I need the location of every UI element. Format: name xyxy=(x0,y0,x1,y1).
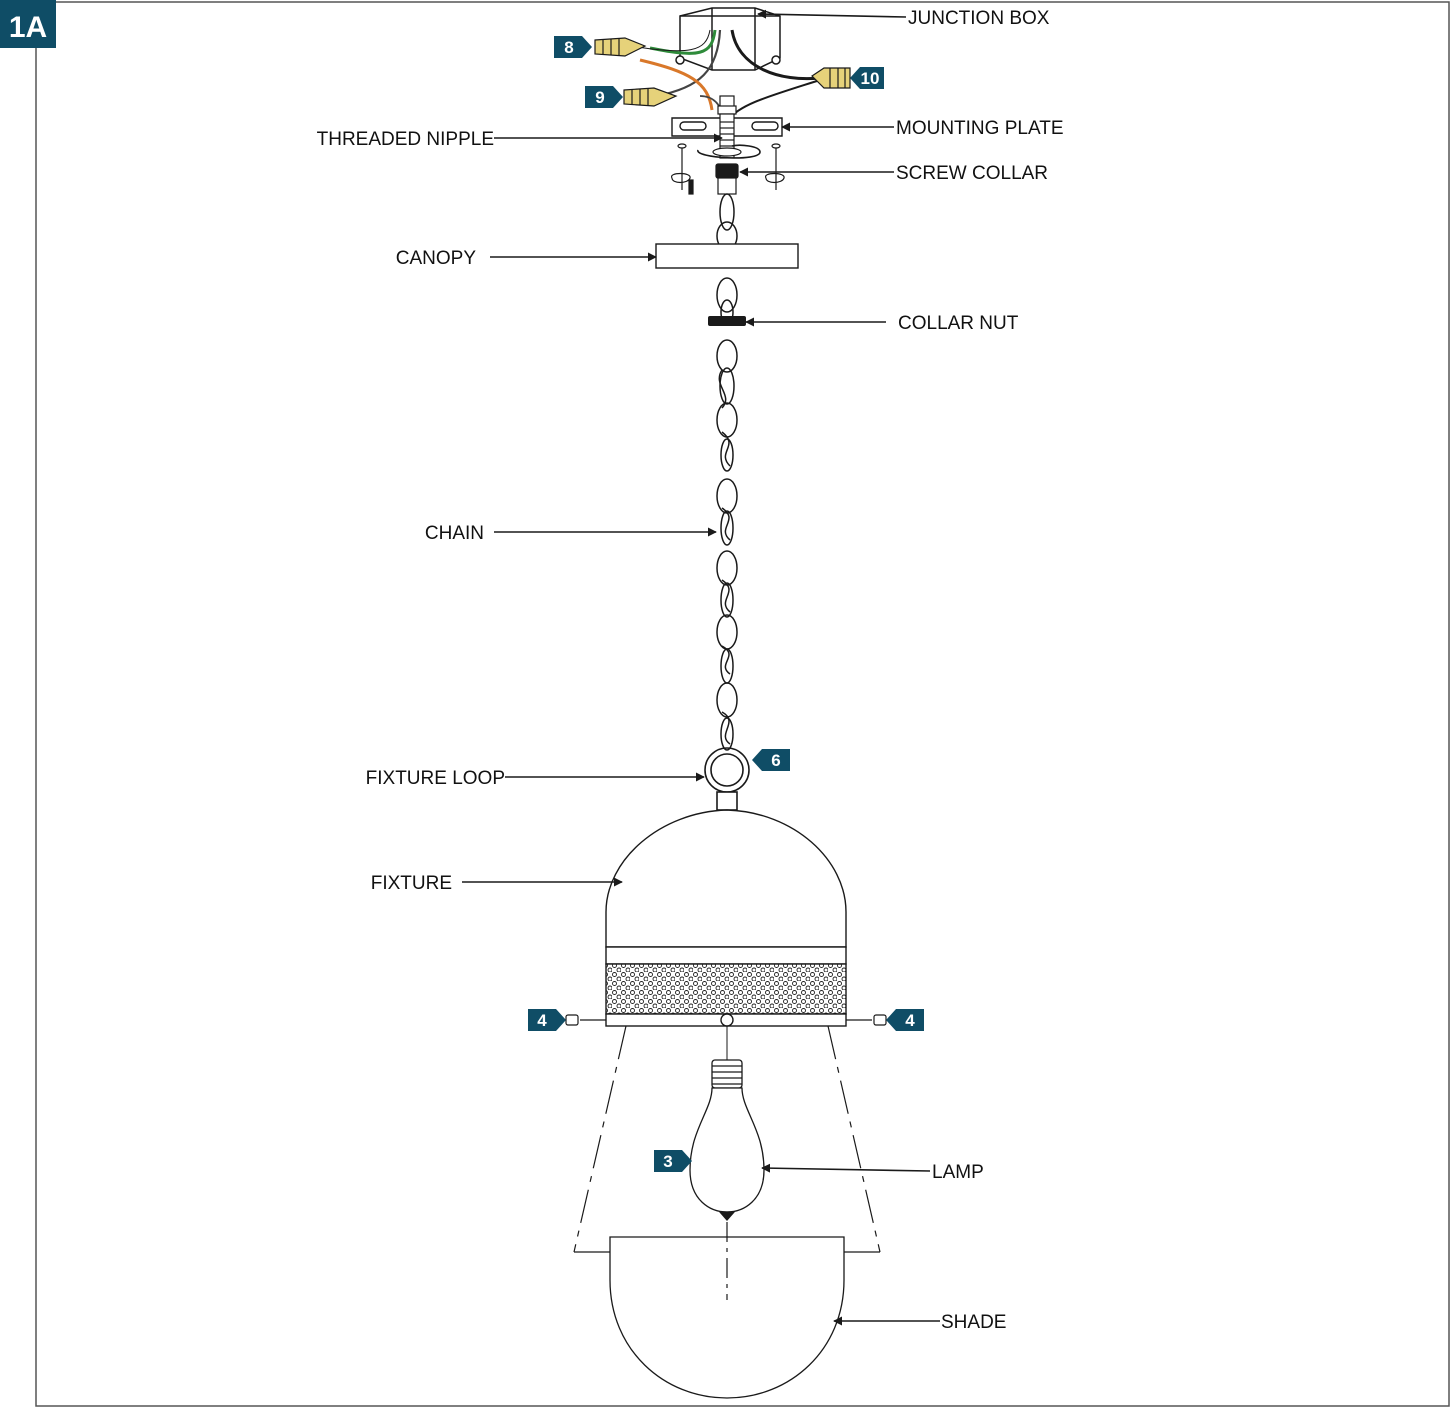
junction-box xyxy=(675,7,781,71)
lamp xyxy=(689,1026,765,1221)
step-6-label: 6 xyxy=(771,751,780,770)
label-threaded-nipple: THREADED NIPPLE xyxy=(317,129,494,150)
step-3-label: 3 xyxy=(663,1152,672,1171)
step-10-tag: 10 xyxy=(850,67,884,89)
step-8-tag: 8 xyxy=(554,36,592,58)
label-shade: SHADE xyxy=(941,1312,1006,1333)
green-ground-wire xyxy=(649,29,717,55)
collar-nut xyxy=(708,316,746,326)
fixture xyxy=(605,809,847,1027)
step-6-tag: 6 xyxy=(752,749,790,771)
mounting-screws xyxy=(671,143,785,195)
shade-dashed-outline xyxy=(573,1025,881,1300)
wire-nut-10 xyxy=(811,67,851,89)
rotation-arrow-icon xyxy=(697,144,761,159)
step-8-label: 8 xyxy=(564,38,573,57)
callout-lines xyxy=(462,9,940,1326)
threaded-nipple xyxy=(712,95,742,159)
label-chain: CHAIN xyxy=(425,523,484,544)
step-4-right-tag: 4 xyxy=(886,1009,924,1031)
label-mounting-plate: MOUNTING PLATE xyxy=(896,118,1064,139)
fixture-black-wire xyxy=(727,79,821,121)
black-wire xyxy=(730,29,821,81)
wire-nut-9 xyxy=(623,87,678,107)
label-screw-collar: SCREW COLLAR xyxy=(896,163,1048,184)
label-fixture-loop: FIXTURE LOOP xyxy=(366,768,505,789)
step-9-tag: 9 xyxy=(585,86,623,108)
step-3-tag: 3 xyxy=(654,1150,692,1172)
step-9-label: 9 xyxy=(595,88,604,107)
set-screws xyxy=(565,1014,887,1026)
label-lamp: LAMP xyxy=(932,1162,984,1183)
label-fixture: FIXTURE xyxy=(371,873,452,894)
fixture-loop xyxy=(704,747,750,811)
figure-badge: 1A xyxy=(0,0,56,48)
label-collar-nut: COLLAR NUT xyxy=(898,313,1019,334)
step-4-left-tag: 4 xyxy=(528,1009,566,1031)
chain xyxy=(716,193,738,751)
step-4-left-label: 4 xyxy=(537,1011,547,1030)
step-4-right-label: 4 xyxy=(905,1011,915,1030)
step-10-label: 10 xyxy=(861,69,880,88)
label-junction-box: JUNCTION BOX xyxy=(908,8,1050,29)
label-canopy: CANOPY xyxy=(396,248,477,269)
perforated-band xyxy=(605,963,847,1015)
canopy xyxy=(655,243,799,269)
wire-nut-8 xyxy=(594,37,647,57)
figure-badge-label: 1A xyxy=(9,11,47,44)
screw-collar xyxy=(715,163,739,195)
orange-wire xyxy=(639,58,714,111)
figure-border xyxy=(35,1,1450,1407)
